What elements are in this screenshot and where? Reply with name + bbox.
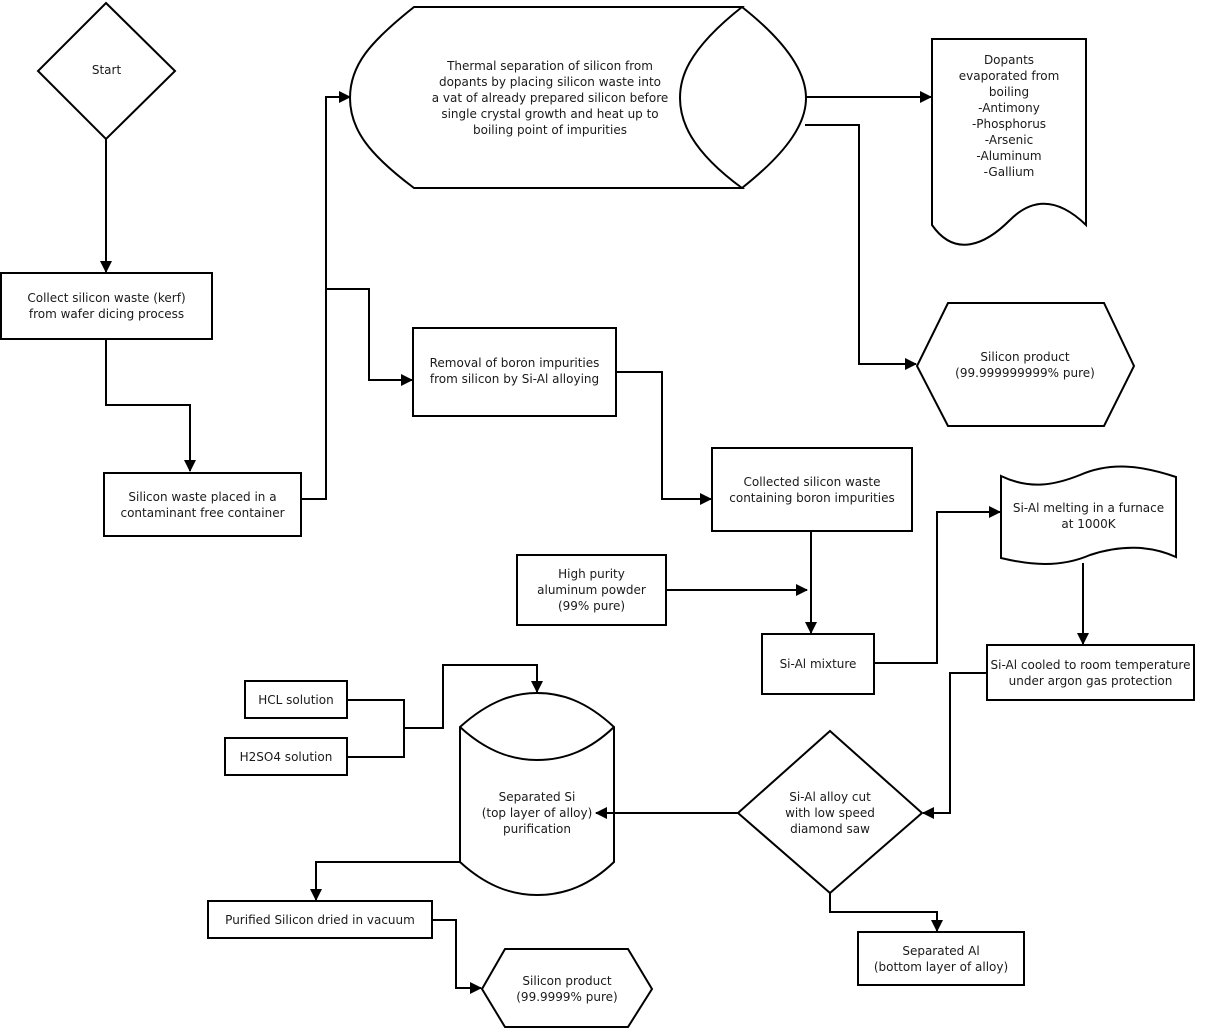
node-product1-shape bbox=[915, 302, 1136, 427]
node-melting-shape bbox=[1000, 465, 1177, 565]
node-dopants-shape bbox=[931, 38, 1087, 246]
node-boron-shape bbox=[412, 327, 617, 417]
edge-collect-container bbox=[105, 339, 196, 472]
edge-cut-separated-al bbox=[829, 893, 943, 932]
edge-container-thermal bbox=[301, 91, 351, 500]
node-product2-shape bbox=[480, 948, 654, 1028]
edge-hcl-merge bbox=[347, 699, 405, 758]
node-start-shape bbox=[36, 1, 177, 141]
edge-thermal-product1 bbox=[805, 124, 917, 370]
node-separated-si-shape bbox=[459, 691, 615, 897]
node-thermal-shape bbox=[348, 6, 746, 189]
edge-boron-collected bbox=[616, 371, 712, 505]
edge-acids-separated-si bbox=[404, 664, 543, 729]
node-container-shape bbox=[103, 472, 302, 537]
node-cooled-shape bbox=[986, 644, 1195, 701]
node-h2so4-shape bbox=[224, 737, 348, 776]
node-collect-shape bbox=[0, 272, 213, 340]
edge-separated-si-dried bbox=[310, 861, 460, 901]
node-aluminum-shape bbox=[516, 554, 667, 626]
node-cut-shape bbox=[736, 729, 924, 895]
node-hcl-shape bbox=[244, 680, 348, 719]
edge-dried-product2 bbox=[432, 919, 482, 994]
node-dried-shape bbox=[207, 900, 433, 939]
node-separated-si-lid bbox=[459, 726, 615, 762]
node-separated-al-shape bbox=[857, 931, 1025, 986]
edge-mixture-melting bbox=[874, 506, 1001, 664]
edge-container-boron bbox=[326, 288, 413, 386]
node-mixture-shape bbox=[761, 633, 875, 695]
node-thermal-end-arc bbox=[741, 6, 808, 189]
edge-cooled-cut bbox=[922, 672, 987, 819]
node-collected-shape bbox=[711, 447, 913, 532]
